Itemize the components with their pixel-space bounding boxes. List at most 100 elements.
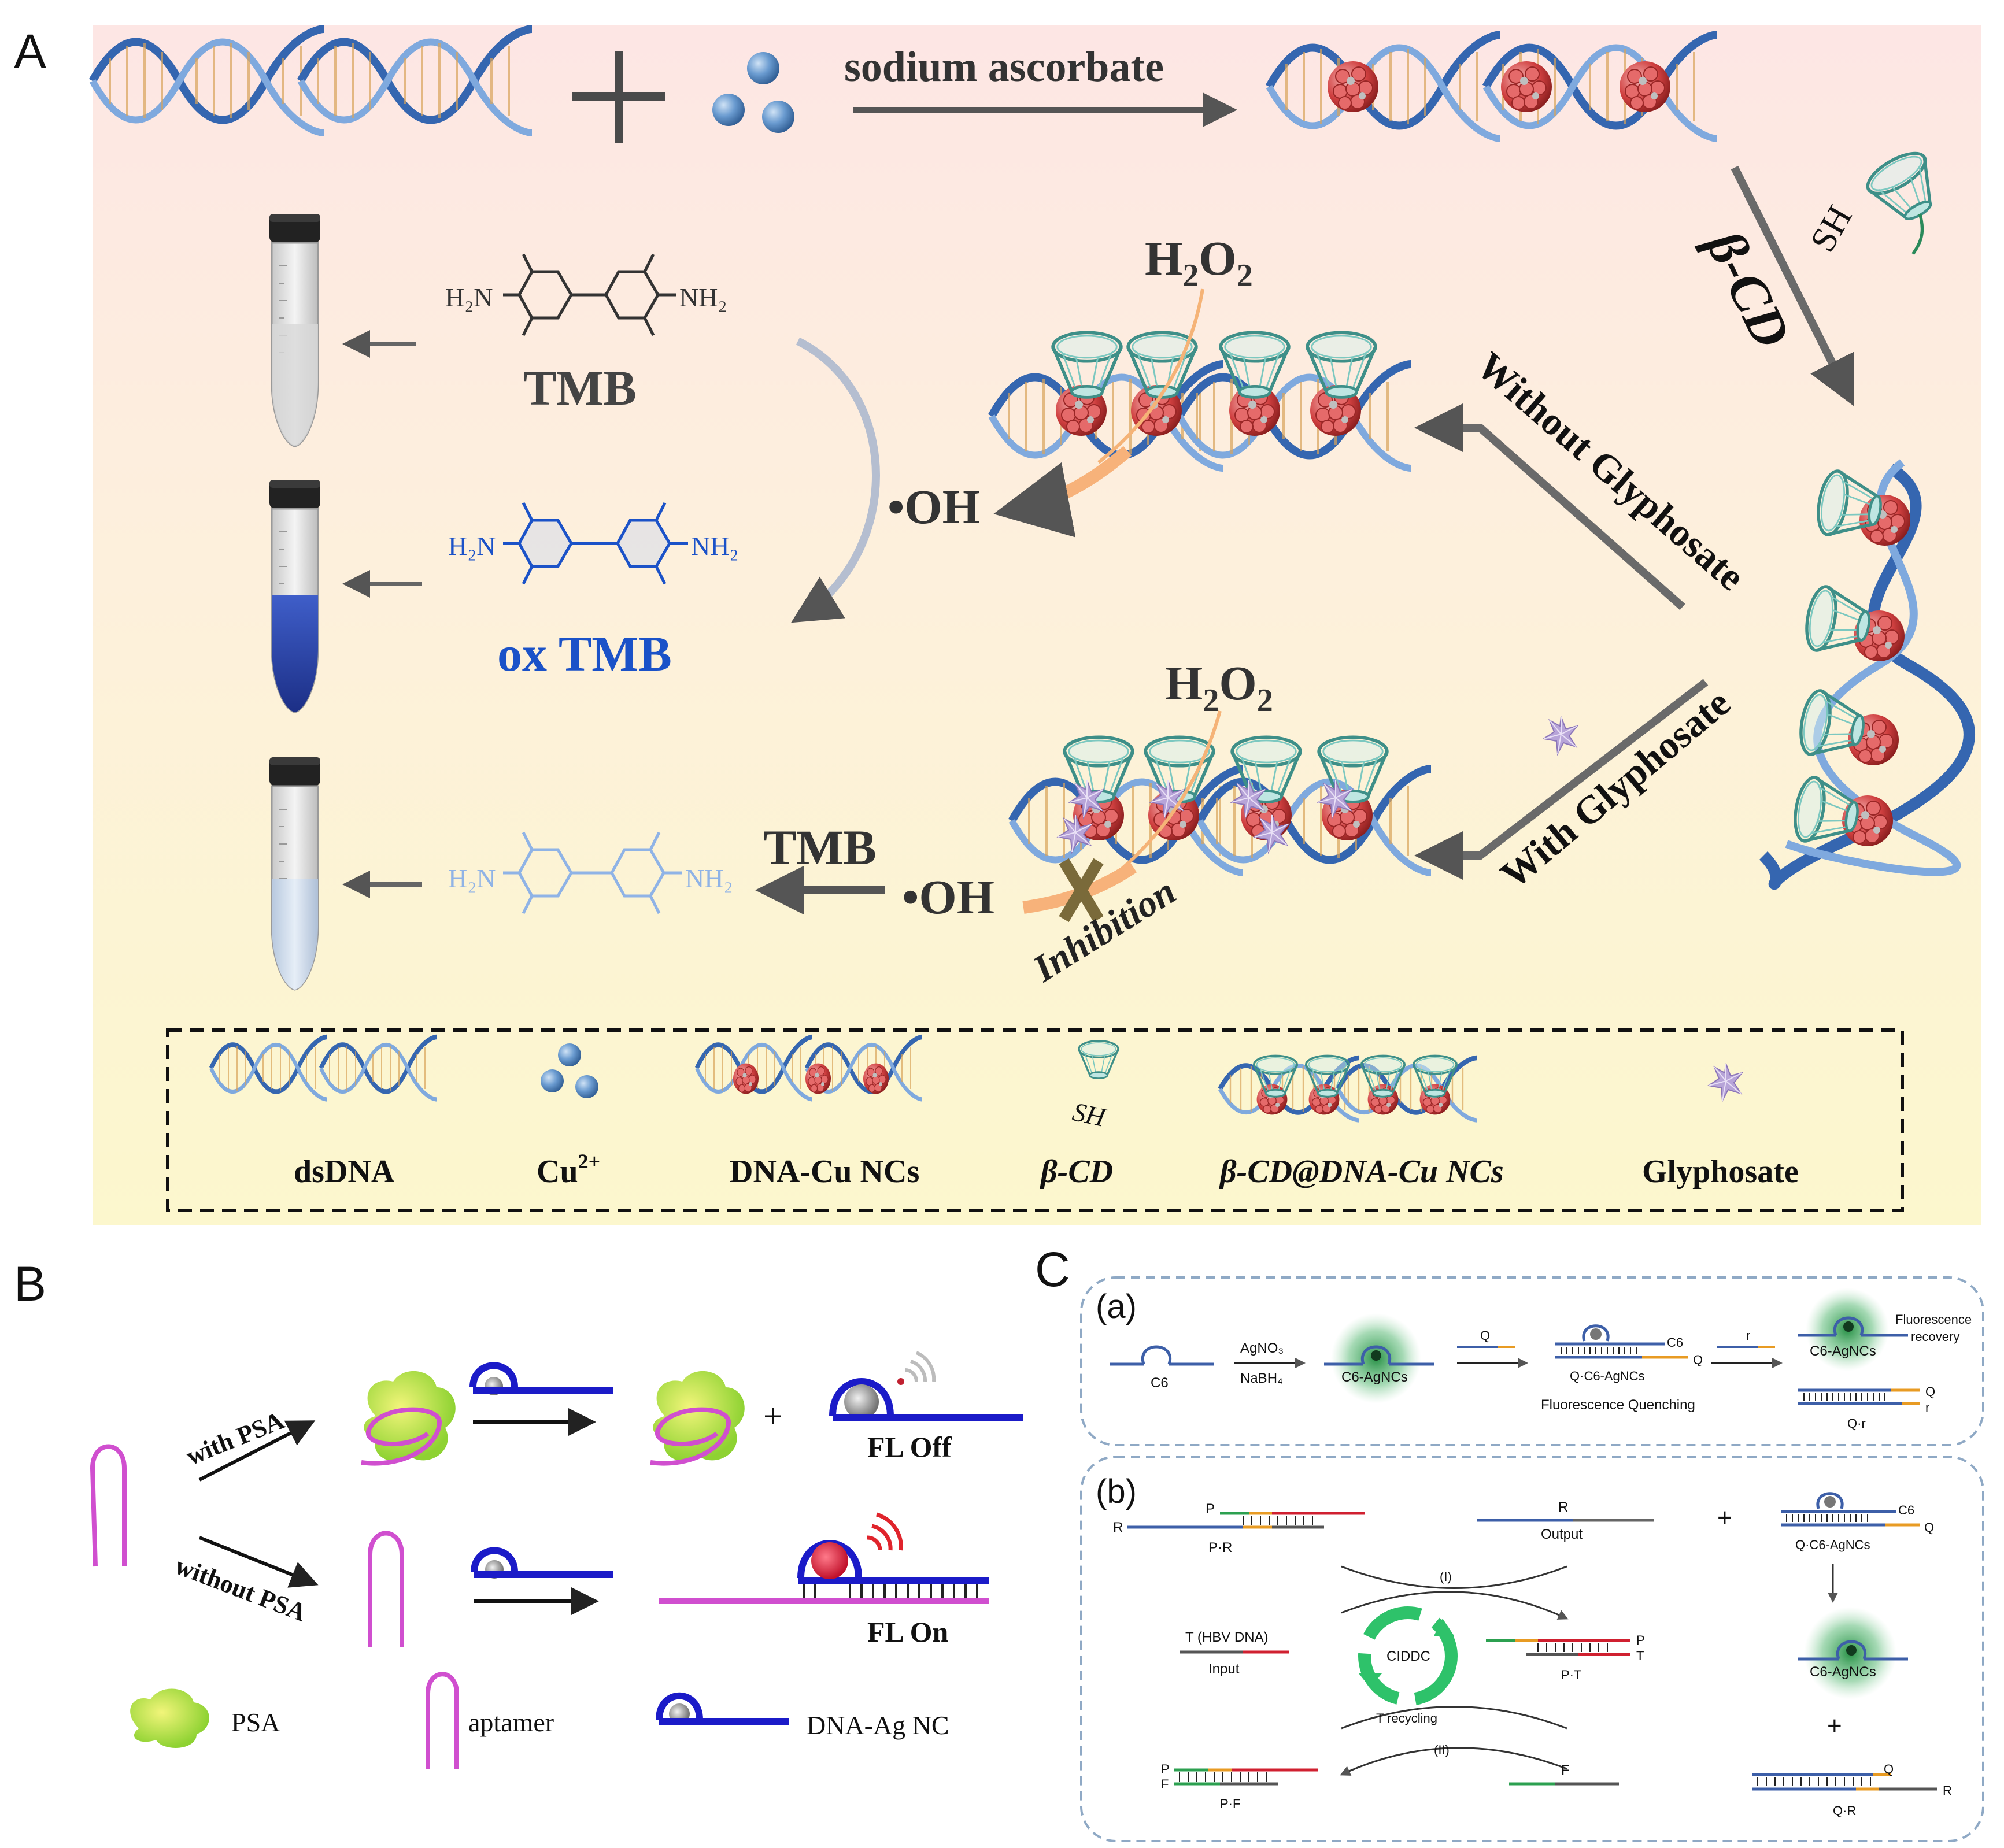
- beta-cd-arrow: [1731, 165, 1854, 406]
- agno3-text: AgNO₃: [1240, 1340, 1284, 1356]
- legend-glyphosate-label: Glyphosate: [1642, 1154, 1799, 1190]
- step-i-text: (I): [1440, 1569, 1452, 1584]
- h2o2-line-upper: [1097, 288, 1204, 464]
- panel-c-a-box: [1080, 1276, 1984, 1446]
- f-pf-text: F: [1161, 1777, 1169, 1791]
- tmb-conversion-arrow: [791, 337, 880, 623]
- p-f-duplex: [1174, 1768, 1318, 1786]
- p-f-text: P·F: [1220, 1797, 1240, 1811]
- panel-a-background: [93, 25, 1981, 1225]
- t-recycling-text: T recycling: [1376, 1711, 1437, 1725]
- q-r-duplex-b: [1752, 1773, 1937, 1791]
- aptamer-hairpin-left: [90, 1444, 127, 1567]
- t-pt-text: T: [1636, 1649, 1644, 1663]
- oxtmb-molecule: [503, 502, 688, 585]
- agnc-dot-1: [1371, 1350, 1381, 1361]
- r-left-text: R: [1113, 1520, 1123, 1535]
- legend-dna-ag-label: DNA-Ag NC: [807, 1710, 949, 1740]
- q-b-text: Q: [1924, 1520, 1934, 1535]
- r-qr-b-text: R: [1943, 1783, 1952, 1798]
- q-right-text: Q: [1693, 1353, 1703, 1367]
- legend-dsdna-label: dsDNA: [294, 1154, 395, 1190]
- tube-colorless: [268, 213, 321, 447]
- legend-dna-cu-label: DNA-Cu NCs: [730, 1154, 919, 1190]
- c6-b-text: C6: [1898, 1503, 1914, 1517]
- psa-aptamer-complex-1: [361, 1371, 456, 1466]
- recovery-text: recovery: [1911, 1329, 1959, 1344]
- panel-a: A sodium ascorbate β-CD SH: [14, 24, 1981, 1225]
- nabh4-text: NaBH₄: [1240, 1371, 1283, 1386]
- q-label-a: Q: [1480, 1328, 1490, 1343]
- psa-aptamer-complex-2: [650, 1371, 745, 1466]
- agnc-dot-b: [1846, 1645, 1857, 1656]
- plus-sign: [572, 51, 665, 143]
- without-psa-label: without PSA: [171, 1551, 310, 1627]
- q-r-b-text: Q·R: [1833, 1803, 1856, 1818]
- c6-probe: [1110, 1345, 1214, 1366]
- reaction-curve-i-bottom: [1341, 1591, 1569, 1620]
- plus-c1: +: [1717, 1503, 1732, 1532]
- q-r-text: Q·r: [1847, 1416, 1866, 1431]
- panel-b-letter: B: [14, 1257, 46, 1311]
- output-text: Output: [1541, 1527, 1583, 1542]
- p-t-text: P·T: [1561, 1668, 1581, 1682]
- fluorescence-quenching-text: Fluorescence Quenching: [1541, 1397, 1695, 1413]
- h2o2-line-lower: [1109, 710, 1222, 880]
- legend-cu-icon: [541, 1043, 598, 1098]
- legend-cu-label: Cu2+: [537, 1150, 600, 1190]
- c6-text: C6: [1151, 1375, 1169, 1391]
- reaction-curve-i-top: [1341, 1565, 1567, 1589]
- input-text: Input: [1208, 1661, 1240, 1677]
- without-psa-arrow: [198, 1536, 319, 1588]
- c6-right-text: C6: [1667, 1335, 1683, 1350]
- p-left-text: P: [1206, 1501, 1215, 1517]
- oh-upper: •OH: [888, 480, 980, 534]
- legend-aptamer-label: aptamer: [468, 1708, 554, 1737]
- r-output-top: R: [1558, 1499, 1568, 1515]
- ciddc-text: CIDDC: [1386, 1649, 1430, 1664]
- panel-c-b-box: [1080, 1456, 1984, 1842]
- c6-agncs-probe-2: [1798, 1316, 1908, 1337]
- q-c6-agncs-b-text: Q·C6-AgNCs: [1795, 1538, 1870, 1552]
- copper-ions: [712, 52, 794, 133]
- plus-b: +: [763, 1397, 783, 1435]
- fluorescence-text: Fluorescence: [1895, 1312, 1972, 1327]
- c6-agncs-probe-b: [1798, 1640, 1908, 1661]
- c6-agncs-text-2: C6-AgNCs: [1810, 1343, 1876, 1359]
- oh-arrow-upper: [993, 446, 1132, 538]
- reaction-curve-ii-bottom: [1340, 1747, 1567, 1776]
- p-r-duplex: [1127, 1512, 1365, 1529]
- with-psa-arrow: [198, 1420, 316, 1482]
- q-r-duplex: [1798, 1388, 1920, 1405]
- c-b-label: (b): [1096, 1473, 1137, 1510]
- f-text: F: [1561, 1762, 1570, 1778]
- legend-box: [166, 1028, 1904, 1212]
- step-ii-text: (II): [1434, 1743, 1450, 1757]
- tmb-molecule: [503, 253, 676, 336]
- legend-aptamer-icon: [426, 1672, 459, 1769]
- beta-cd-dna-vertical: [1759, 459, 1975, 890]
- thiol-cd-icon: [1862, 146, 1964, 255]
- with-glyphosate-arrow: [1414, 679, 1709, 880]
- legend-psa-icon: [130, 1688, 209, 1748]
- legend-cd-dna-label: β-CD@DNA-Cu NCs: [1219, 1154, 1504, 1190]
- aptamer-hairpin-middle: [368, 1531, 404, 1647]
- faint-h2n: H₂N: [448, 864, 496, 893]
- tmb-arrow-label: TMB: [763, 820, 877, 875]
- p-r-text: P·R: [1208, 1540, 1232, 1556]
- dna-ag-probe-top: [469, 1362, 613, 1395]
- c6-agncs-b-text: C6-AgNCs: [1810, 1664, 1876, 1680]
- oxtmb-label: ox TMB: [497, 626, 672, 682]
- legend-beta-cd-label: β-CD: [1040, 1154, 1113, 1190]
- sodium-ascorbate-label: sodium ascorbate: [844, 43, 1164, 91]
- fl-off-probe: [829, 1351, 1023, 1421]
- inhibition-cross: [1059, 858, 1104, 923]
- ciddc-cycle: [1358, 1606, 1458, 1706]
- legend-dna-ag-icon: [656, 1692, 789, 1725]
- panel-b: B with PSA without PSA +: [14, 1257, 1023, 1769]
- oxtmb-h2n: H₂N: [448, 531, 496, 561]
- tube-blue: [268, 479, 321, 713]
- q-c6-agncs-duplex: [1555, 1324, 1688, 1359]
- tube-light-blue: [268, 756, 321, 991]
